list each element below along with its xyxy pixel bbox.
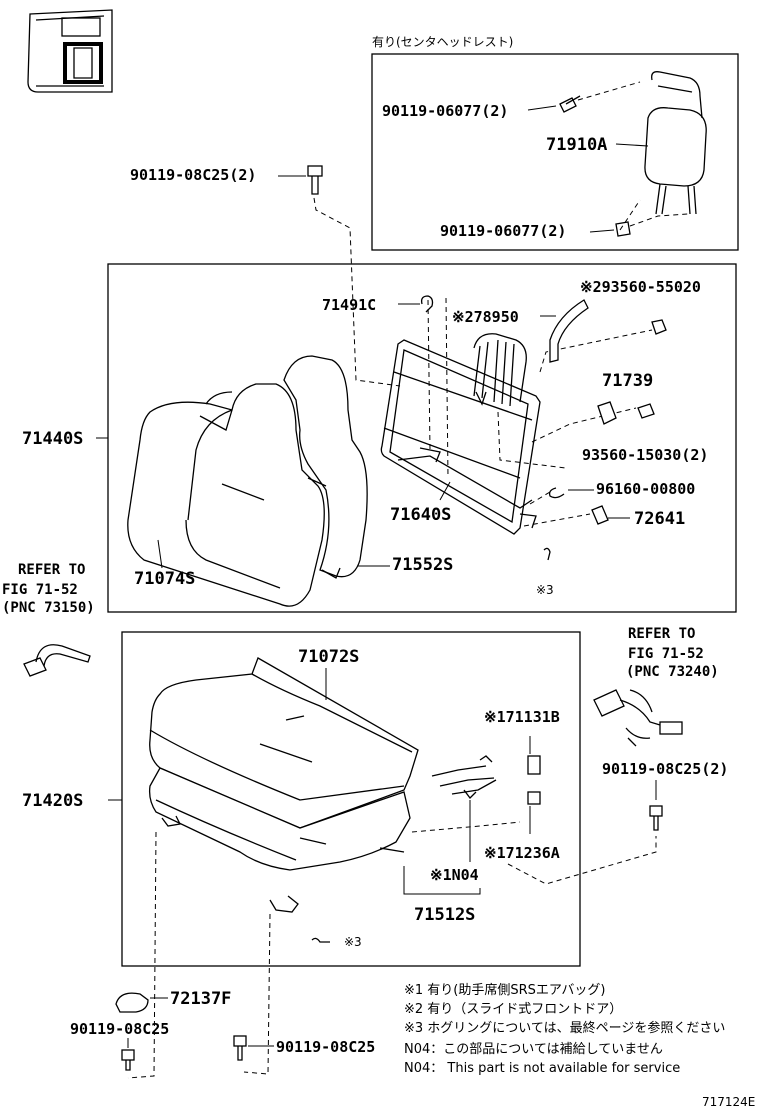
note-5: N04： This part is not available for serv… <box>404 1061 680 1076</box>
part-label-71236A: ※171236A <box>484 844 560 862</box>
part-label-90119-08C25-mid: 90119-08C25 <box>276 1038 375 1056</box>
seat-cushion-cover-drawing <box>149 657 419 831</box>
note-2: ※2 有り（スライド式フロントドア） <box>404 1002 622 1017</box>
seatback-frame-drawing <box>380 333 541 535</box>
part-label-ring-upper: ※3 <box>536 583 554 597</box>
bolt-90119-08C25-right <box>649 805 663 831</box>
part-label-71074S: 71074S <box>134 569 195 589</box>
part-label-71640S: 71640S <box>390 505 451 525</box>
part-label-90119-06077-a: 90119-06077(2) <box>382 102 508 120</box>
part-label-N04: ※1N04 <box>430 866 479 884</box>
seatback-cover-drawing <box>127 383 325 607</box>
part-label-ring-lower: ※3 <box>344 935 362 949</box>
screw-90119-06077-b <box>615 221 631 237</box>
hog-ring-upper <box>543 547 551 561</box>
seatback-pad-drawing <box>283 355 368 579</box>
headrest-option-box <box>371 53 739 251</box>
part-label-71491C: 71491C <box>322 296 376 314</box>
part-label-72641: 72641 <box>634 509 685 529</box>
refer-right-line1: REFER TO <box>628 626 695 642</box>
seatbelt-anchor-left-drawing <box>23 644 91 677</box>
part-label-90119-08C25-left: 90119-08C25 <box>70 1020 169 1038</box>
part-label-71420S: 71420S <box>22 791 83 811</box>
part-label-71131B: ※171131B <box>484 708 560 726</box>
part-label-71552S: 71552S <box>392 555 453 575</box>
note-1: ※1 有り(助手席側SRSエアバッグ) <box>404 982 605 998</box>
refer-right-line3: (PNC 73240) <box>626 664 719 680</box>
vehicle-locator-icon <box>27 9 113 93</box>
part-label-90119-08C25-top: 90119-08C25(2) <box>130 166 256 184</box>
bolt-93560-15030 <box>637 403 655 419</box>
bolt-72641 <box>591 505 609 525</box>
bolt-90119-08C25-left <box>121 1049 135 1071</box>
hog-ring-lower <box>311 937 330 943</box>
refer-left-line2: FIG 71-52 <box>2 582 78 598</box>
headrest-option-label: 有り(センタヘッドレスト) <box>372 35 513 49</box>
refer-right-line2: FIG 71-52 <box>628 646 704 662</box>
seatbelt-buckle-right-drawing <box>593 689 683 747</box>
refer-left-line1: REFER TO <box>18 562 85 578</box>
bolt-90119-08C25-top <box>307 165 323 195</box>
refer-left-line3: (PNC 73150) <box>2 600 95 616</box>
part-label-71072S: 71072S <box>298 647 359 667</box>
part-label-71910A: 71910A <box>546 135 607 155</box>
part-label-71440S: 71440S <box>22 429 83 449</box>
cap-72137F <box>115 992 149 1013</box>
cushion-frame-drawing <box>161 815 299 913</box>
headrest-drawing <box>644 71 707 215</box>
note-3: ※3 ホグリングについては、最終ページを参照ください <box>404 1020 725 1036</box>
strap-78950 <box>549 299 589 363</box>
part-label-93560-55020: ※293560-55020 <box>580 278 701 296</box>
clip-71491C <box>420 295 434 313</box>
part-label-90119-08C25-right: 90119-08C25(2) <box>602 760 728 778</box>
part-label-71512S: 71512S <box>414 905 475 925</box>
seat-cushion-pad-drawing <box>148 767 411 871</box>
screw-90119-06077-a <box>559 95 581 113</box>
sensor-71131B <box>527 755 541 775</box>
ring-96160-00800 <box>548 487 565 499</box>
wiring-harness-drawing <box>431 755 497 799</box>
part-label-71739: 71739 <box>602 371 653 391</box>
part-label-78950: ※278950 <box>452 308 519 326</box>
part-label-72137F: 72137F <box>170 989 231 1009</box>
bolt-93560-55020 <box>651 319 667 335</box>
part-label-93560-15030: 93560-15030(2) <box>582 446 708 464</box>
seat-cushion-assembly-box <box>121 631 581 967</box>
block-71739 <box>597 401 617 425</box>
part-label-90119-06077-b: 90119-06077(2) <box>440 222 566 240</box>
bolt-90119-08C25-mid <box>233 1035 247 1061</box>
part-label-96160-00800: 96160-00800 <box>596 480 695 498</box>
figure-id: 717124E <box>702 1095 755 1109</box>
connector-71236A <box>527 791 541 805</box>
note-4: N04：この部品については補給していません <box>404 1042 663 1057</box>
